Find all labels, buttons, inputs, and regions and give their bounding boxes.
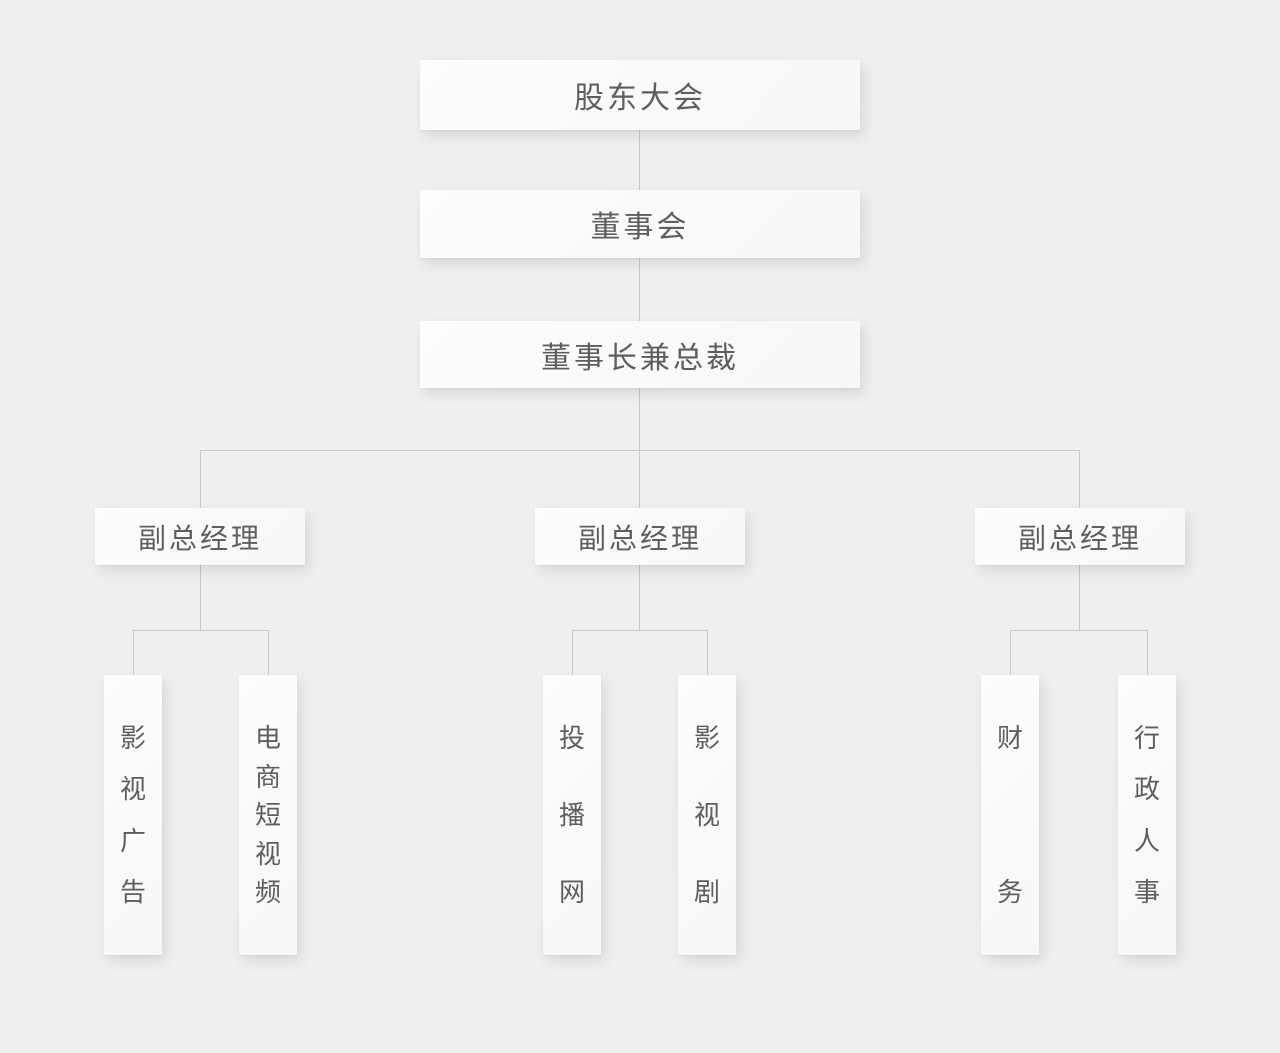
node-label: 影视广告 <box>119 723 146 907</box>
node-label: 投播网 <box>558 723 585 907</box>
node-deputy-gm-3: 副总经理 <box>975 508 1185 565</box>
connector-line <box>1147 630 1148 675</box>
node-dept-finance: 财务 <box>981 675 1039 955</box>
node-label: 股东大会 <box>574 82 706 115</box>
node-board-of-directors: 董事会 <box>420 190 860 258</box>
node-dept-broadcast-network: 投播网 <box>543 675 601 955</box>
node-deputy-gm-2: 副总经理 <box>535 508 745 565</box>
connector-line <box>639 388 640 450</box>
node-shareholders-meeting: 股东大会 <box>420 60 860 130</box>
node-label: 副总经理 <box>1017 522 1142 554</box>
connector-line <box>1079 565 1080 630</box>
connector-line <box>639 450 640 508</box>
connector-line <box>707 630 708 675</box>
connector-line <box>1079 450 1080 508</box>
node-label: 电商短视频 <box>254 723 281 907</box>
node-label: 影视剧 <box>693 723 720 907</box>
node-label: 财务 <box>996 723 1023 907</box>
node-label: 行政人事 <box>1133 723 1160 907</box>
connector-line <box>133 630 134 675</box>
connector-line <box>572 630 573 675</box>
connector-line <box>268 630 269 675</box>
connector-line <box>200 450 201 508</box>
node-dept-film-tv-advertising: 影视广告 <box>104 675 162 955</box>
node-label: 副总经理 <box>137 522 262 554</box>
node-chairman-president: 董事长兼总裁 <box>420 321 860 388</box>
node-dept-film-tv-drama: 影视剧 <box>678 675 736 955</box>
connector-line <box>200 450 1080 451</box>
node-dept-admin-hr: 行政人事 <box>1118 675 1176 955</box>
connector-line <box>639 565 640 630</box>
connector-line <box>200 565 201 630</box>
connector-line <box>1010 630 1148 631</box>
node-dept-ecommerce-short-video: 电商短视频 <box>239 675 297 955</box>
node-label: 副总经理 <box>577 522 702 554</box>
node-label: 董事长兼总裁 <box>541 341 739 375</box>
connector-line <box>1010 630 1011 675</box>
connector-line <box>133 630 269 631</box>
node-label: 董事会 <box>590 211 690 244</box>
node-deputy-gm-1: 副总经理 <box>95 508 305 565</box>
connector-line <box>572 630 708 631</box>
connector-line <box>639 130 640 190</box>
connector-line <box>639 258 640 321</box>
